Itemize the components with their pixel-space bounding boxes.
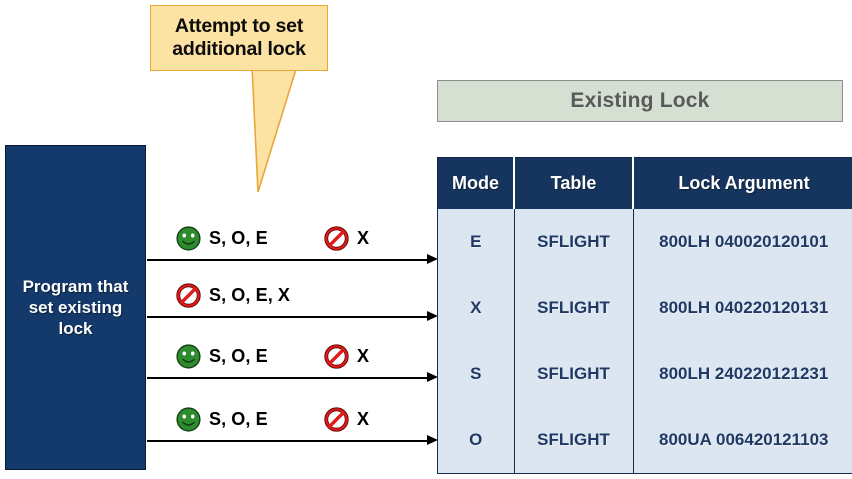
arrow-1-secondary-caption: X <box>323 225 369 252</box>
program-box-label: Program that set existing lock <box>22 276 129 339</box>
arrow-4-primary-label: S, O, E <box>209 409 268 429</box>
lock-table: Mode Table Lock Argument E SFLIGHT 800LH… <box>437 157 852 474</box>
column-header-mode: Mode <box>437 157 515 209</box>
callout-label: Attempt to set additional lock <box>172 15 306 60</box>
cell-lock-argument: 800LH 040220120131 <box>633 275 852 341</box>
program-box: Program that set existing lock <box>5 145 146 470</box>
arrow-4-secondary-label: X <box>357 409 370 429</box>
column-header-lock-argument: Lock Argument <box>633 157 852 209</box>
arrow-head-icon <box>427 254 438 264</box>
arrow-head-icon <box>427 311 438 321</box>
red-prohibition-icon <box>323 343 350 370</box>
red-prohibition-icon <box>323 406 350 433</box>
table-row: O SFLIGHT 800UA 006420121103 <box>437 407 852 474</box>
existing-lock-banner: Existing Lock <box>437 80 843 122</box>
table-row: S SFLIGHT 800LH 240220121231 <box>437 341 852 407</box>
table-row: X SFLIGHT 800LH 040220120131 <box>437 275 852 341</box>
cell-mode: S <box>437 341 515 407</box>
cell-mode: O <box>437 407 515 474</box>
table-row: E SFLIGHT 800LH 040020120101 <box>437 209 852 275</box>
arrow-4-secondary-caption: X <box>323 406 369 433</box>
red-prohibition-icon <box>175 282 202 309</box>
arrow-2-primary-label: S, O, E, X <box>209 285 291 305</box>
green-smiley-icon <box>175 225 202 252</box>
arrow-head-icon <box>427 372 438 382</box>
arrow-2-primary-caption: S, O, E, X <box>175 282 290 309</box>
green-smiley-icon <box>175 343 202 370</box>
arrow-1-primary-caption: S, O, E <box>175 225 268 252</box>
cell-mode: X <box>437 275 515 341</box>
green-smiley-icon <box>175 406 202 433</box>
arrow-head-icon <box>427 435 438 445</box>
cell-mode: E <box>437 209 515 275</box>
table-header-row: Mode Table Lock Argument <box>437 157 852 209</box>
arrow-line <box>147 440 430 442</box>
cell-lock-argument: 800UA 006420121103 <box>633 407 852 474</box>
existing-lock-title: Existing Lock <box>570 89 710 112</box>
arrow-3-secondary-label: X <box>357 346 370 366</box>
cell-table: SFLIGHT <box>514 275 634 341</box>
cell-table: SFLIGHT <box>514 341 634 407</box>
arrow-line <box>147 259 430 261</box>
column-header-table: Table <box>514 157 634 209</box>
arrow-3-primary-caption: S, O, E <box>175 343 268 370</box>
cell-table: SFLIGHT <box>514 209 634 275</box>
arrow-line <box>147 377 430 379</box>
arrow-1-primary-label: S, O, E <box>209 228 268 248</box>
red-prohibition-icon <box>323 225 350 252</box>
cell-lock-argument: 800LH 040020120101 <box>633 209 852 275</box>
arrow-3-primary-label: S, O, E <box>209 346 268 366</box>
callout-bubble: Attempt to set additional lock <box>150 5 328 71</box>
cell-table: SFLIGHT <box>514 407 634 474</box>
arrow-4-primary-caption: S, O, E <box>175 406 268 433</box>
arrow-3-secondary-caption: X <box>323 343 369 370</box>
arrow-1-secondary-label: X <box>357 228 370 248</box>
cell-lock-argument: 800LH 240220121231 <box>633 341 852 407</box>
arrow-line <box>147 316 430 318</box>
